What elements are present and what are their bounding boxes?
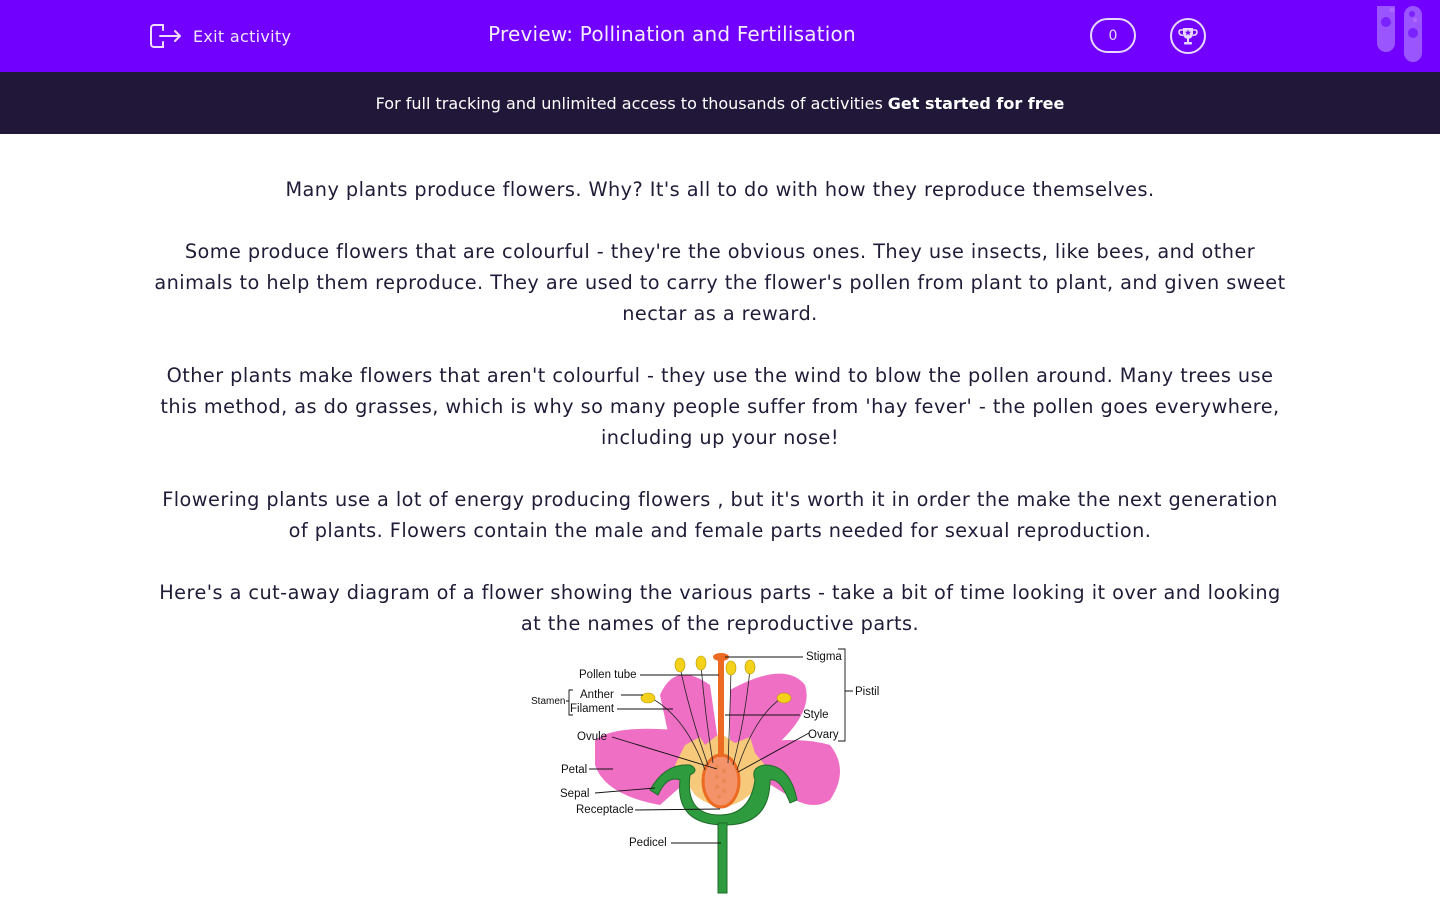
- score-value: 0: [1108, 27, 1118, 44]
- activity-content: Many plants produce flowers. Why? It's a…: [150, 174, 1290, 670]
- promo-banner: For full tracking and unlimited access t…: [0, 72, 1440, 134]
- paragraph-colourful-flowers: Some produce flowers that are colourful …: [154, 240, 1286, 325]
- label-sepal: Sepal: [560, 788, 589, 800]
- label-ovule: Ovule: [577, 731, 607, 743]
- paragraph-wind-pollination: Other plants make flowers that aren't co…: [160, 364, 1280, 449]
- petal-shape: [745, 740, 840, 805]
- label-pedicel: Pedicel: [629, 837, 667, 849]
- test-tubes-logo-icon: [1377, 6, 1422, 62]
- label-stamen: Stamen: [531, 696, 565, 707]
- label-stigma: Stigma: [806, 651, 842, 663]
- flower-diagram: Stigma Pollen tube Stamen Anther Filamen…: [531, 648, 879, 894]
- label-petal: Petal: [561, 764, 587, 776]
- trophy-icon: [1178, 28, 1198, 45]
- label-pistil: Pistil: [855, 686, 879, 698]
- exit-label: Exit activity: [193, 26, 292, 46]
- label-pollen-tube: Pollen tube: [579, 669, 637, 681]
- label-receptacle: Receptacle: [576, 804, 634, 816]
- get-started-link[interactable]: Get started for free: [887, 93, 1065, 113]
- paragraph-reproduction: Flowering plants use a lot of energy pro…: [162, 488, 1278, 542]
- label-ovary: Ovary: [808, 729, 839, 741]
- exit-activity-button[interactable]: Exit activity: [149, 20, 291, 52]
- petal-shape: [595, 728, 705, 805]
- paragraph-diagram-intro: Here's a cut-away diagram of a flower sh…: [159, 581, 1281, 635]
- exit-icon: [150, 24, 181, 48]
- page-title: Preview: Pollination and Fertilisation: [488, 22, 856, 46]
- label-anther: Anther: [580, 689, 614, 701]
- label-filament: Filament: [570, 703, 615, 715]
- trophy-button[interactable]: [1170, 18, 1206, 54]
- paragraph-intro: Many plants produce flowers. Why? It's a…: [285, 178, 1155, 201]
- top-bar: Exit activity Preview: Pollination and F…: [0, 0, 1440, 72]
- label-style: Style: [803, 709, 829, 721]
- score-counter: 0: [1090, 18, 1136, 53]
- promo-text: For full tracking and unlimited access t…: [375, 93, 883, 113]
